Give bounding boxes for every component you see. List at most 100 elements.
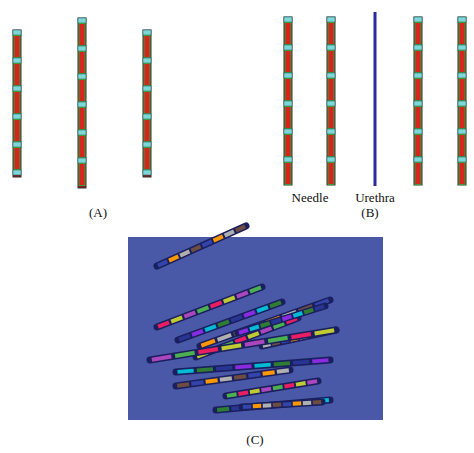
needle <box>13 30 21 177</box>
rod-segment <box>192 331 203 335</box>
rod-segment <box>217 409 229 410</box>
rod-segment <box>263 372 275 374</box>
rod-segment <box>293 313 302 316</box>
rod-segment <box>224 297 235 301</box>
spacer <box>458 157 466 162</box>
needle-body <box>327 17 335 185</box>
spacer <box>414 101 422 106</box>
seed <box>144 148 150 170</box>
seed <box>285 23 291 45</box>
spacer <box>78 18 86 23</box>
rod-segment <box>245 342 265 345</box>
rod-segment <box>248 333 259 337</box>
panel-label: (B) <box>360 206 379 220</box>
seed <box>285 163 291 185</box>
spacer <box>143 170 151 175</box>
rod-segment <box>270 302 281 306</box>
spacer <box>414 129 422 134</box>
seed <box>285 51 291 73</box>
rod-segment <box>222 345 242 348</box>
rod-segment <box>273 387 283 389</box>
rod <box>157 226 246 266</box>
rod-segment <box>304 310 313 313</box>
spacer <box>284 101 292 106</box>
rod-segment <box>303 401 311 406</box>
seed <box>328 107 334 129</box>
rod-segment <box>283 402 291 407</box>
rod-segment <box>271 320 280 323</box>
rod-segment <box>234 376 246 378</box>
seed <box>328 135 334 157</box>
rod-segment <box>180 251 189 255</box>
rod-segment <box>216 368 232 369</box>
rod-segment <box>277 370 289 372</box>
needle-label: Needle <box>291 191 330 205</box>
seed <box>144 92 150 114</box>
spacer <box>284 17 292 22</box>
seed <box>79 164 85 186</box>
urethra-line <box>374 12 377 186</box>
rod-segment <box>307 381 317 383</box>
seed <box>459 79 465 101</box>
needle <box>143 30 151 177</box>
spacer <box>78 74 86 79</box>
spacer <box>143 142 151 147</box>
rod-segment <box>206 380 218 382</box>
rod-segment <box>169 256 178 260</box>
rod-segment <box>171 317 182 321</box>
rod-segment <box>198 349 218 352</box>
rod-outline <box>157 226 246 266</box>
rod-segment <box>227 394 237 396</box>
rod-segment <box>250 391 260 393</box>
seed <box>285 135 291 157</box>
spacer <box>458 129 466 134</box>
seed <box>328 79 334 101</box>
rod <box>216 400 330 410</box>
panel-label: (C) <box>245 433 264 447</box>
rod-segment <box>211 302 222 306</box>
spacer <box>414 17 422 22</box>
spacer <box>13 58 21 63</box>
rod-segment <box>158 261 167 265</box>
rod-segment <box>296 383 306 385</box>
rod-outline <box>238 306 325 333</box>
spacer <box>414 157 422 162</box>
spacer <box>143 86 151 91</box>
rod-segment <box>214 236 223 240</box>
spacer <box>78 158 86 163</box>
rod <box>242 402 322 407</box>
rod <box>176 360 330 372</box>
seed <box>79 24 85 46</box>
rod-segment <box>248 374 260 376</box>
rod-segment <box>205 326 216 330</box>
seed <box>415 107 421 129</box>
seed <box>79 52 85 74</box>
spacer <box>284 157 292 162</box>
rod-segment <box>250 287 261 291</box>
rod-segment <box>220 378 232 380</box>
rod-segment <box>235 366 251 367</box>
rod-segment <box>255 365 271 366</box>
rod-segment <box>274 363 290 364</box>
spacer <box>327 17 335 22</box>
needle <box>327 17 335 185</box>
rod-outline <box>226 381 318 396</box>
spacer <box>13 114 21 119</box>
rod-segment <box>261 389 271 391</box>
seed <box>328 51 334 73</box>
rod-segment <box>191 382 203 384</box>
rod-segment <box>177 384 189 386</box>
spacer <box>78 46 86 51</box>
rod-segment <box>243 404 251 409</box>
spacer <box>458 73 466 78</box>
spacer <box>143 114 151 119</box>
seed <box>328 163 334 185</box>
seed <box>415 23 421 45</box>
seed <box>14 64 20 86</box>
needle-body <box>78 18 86 188</box>
rod-segment <box>197 369 213 370</box>
needle-body <box>414 17 422 185</box>
spacer <box>13 86 21 91</box>
seed <box>415 163 421 185</box>
rod-outline <box>176 370 290 386</box>
